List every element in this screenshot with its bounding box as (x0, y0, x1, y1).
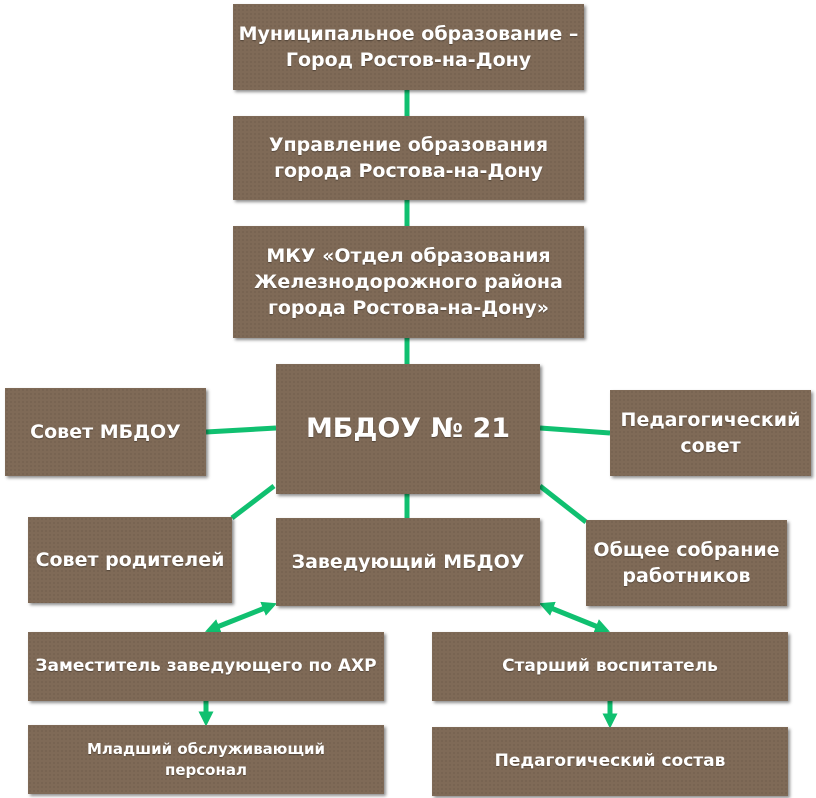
node-district-department: МКУ «Отдел образования Железнодорожного … (233, 226, 584, 338)
node-senior-educator: Старший воспитатель (432, 632, 788, 701)
node-city-education: Управление образования города Ростова-на… (233, 116, 584, 200)
node-pedagogical-staff: Педагогический состав (432, 727, 788, 796)
arrow-head-senior (539, 601, 610, 634)
node-municipality: Муниципальное образование – Город Ростов… (233, 4, 584, 90)
connector-mbdou-parents (230, 484, 276, 520)
node-junior-staff: Младший обслуживающий персонал (28, 725, 384, 794)
node-pedagogical-council: Педагогический совет (610, 390, 811, 476)
connector-mbdou-council (205, 425, 277, 435)
node-parents-council: Совет родителей (28, 517, 232, 603)
connector-mbdou-ped-council (539, 425, 611, 436)
node-mbdou: МБДОУ № 21 (276, 364, 540, 494)
node-mbdou-council: Совет МБДОУ (5, 388, 206, 476)
node-deputy-ahr: Заместитель заведующего по АХР (28, 632, 384, 701)
node-general-meeting: Общее собрание работников (586, 520, 787, 606)
connector-mbdou-general-meeting (538, 484, 588, 524)
node-head: Заведующий МБДОУ (276, 518, 540, 606)
arrow-head-deputy (205, 601, 277, 634)
